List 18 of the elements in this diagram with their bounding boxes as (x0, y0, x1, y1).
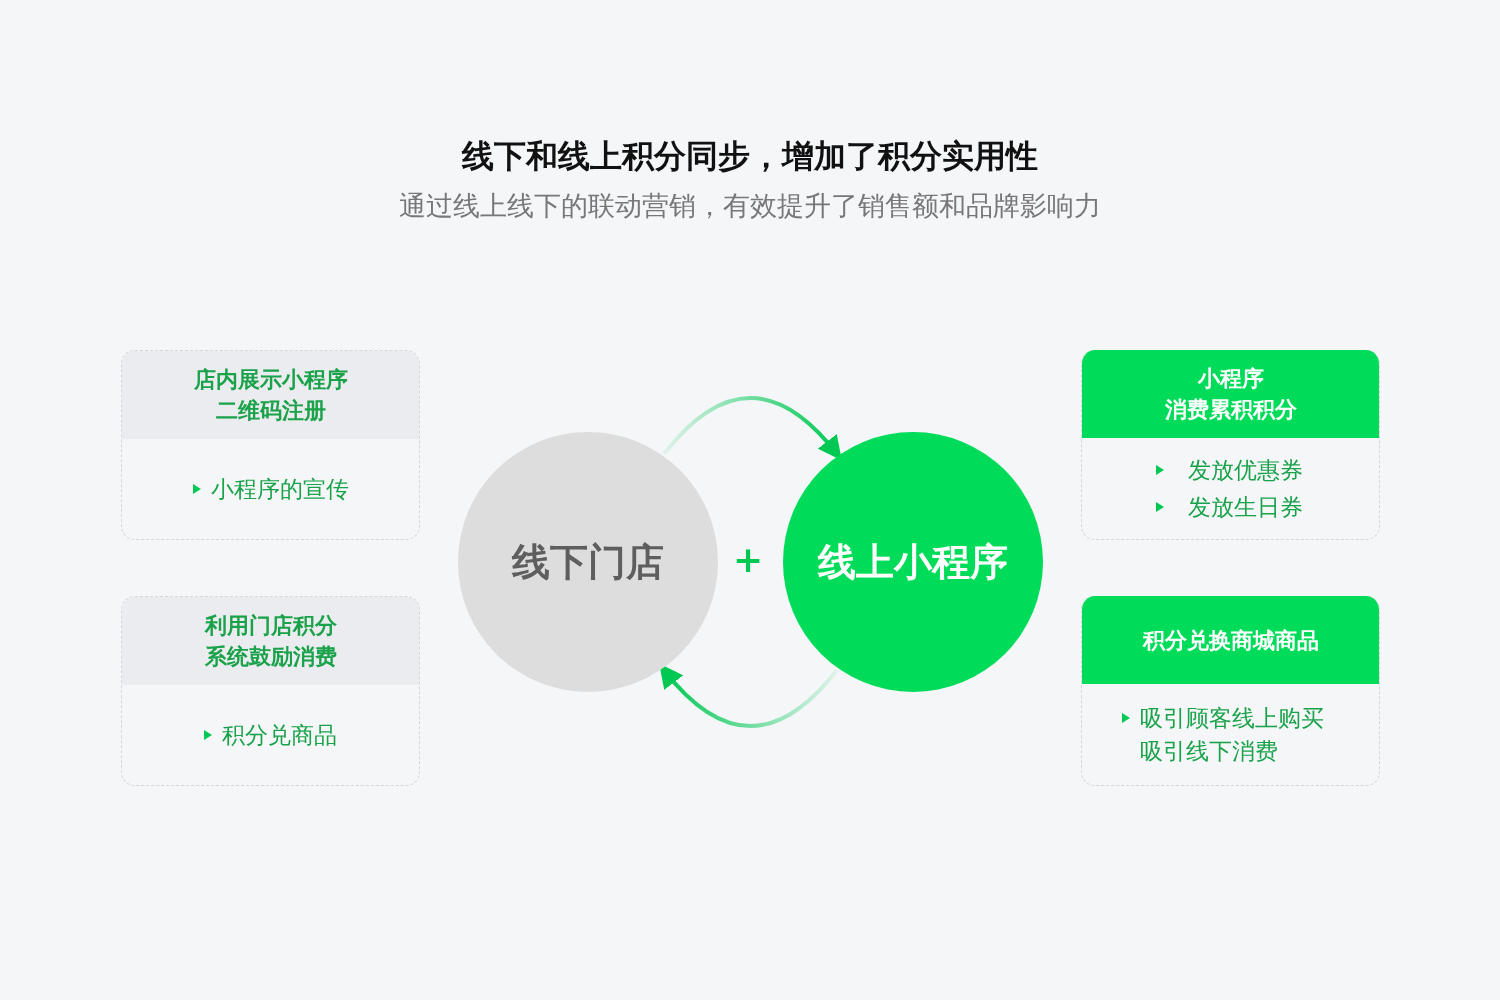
card-header: 小程序消费累积积分 (1082, 350, 1379, 438)
card-header: 店内展示小程序二维码注册 (122, 351, 419, 439)
plus-sign: + (731, 538, 765, 582)
list-item: 吸引顾客线上购买吸引线下消费 (1139, 703, 1325, 766)
list-item: 发放生日券 (1187, 492, 1303, 522)
card-header: 利用门店积分系统鼓励消费 (122, 597, 419, 685)
info-card (1081, 596, 1380, 786)
info-card (121, 350, 420, 540)
list-item: 小程序的宣传 (210, 474, 349, 504)
circle: 线上小程序 (783, 432, 1043, 692)
info-card (121, 596, 420, 786)
card-header: 积分兑换商城商品 (1082, 596, 1379, 684)
title: 线下和线上积分同步，增加了积分实用性 (460, 136, 1039, 177)
circle: 线下门店 (458, 432, 718, 692)
list-item: 发放优惠券 (1187, 455, 1303, 485)
subtitle: 通过线上线下的联动营销，有效提升了销售额和品牌影响力 (398, 189, 1102, 223)
list-item: 积分兑商品 (222, 720, 337, 750)
info-card (1081, 350, 1380, 540)
